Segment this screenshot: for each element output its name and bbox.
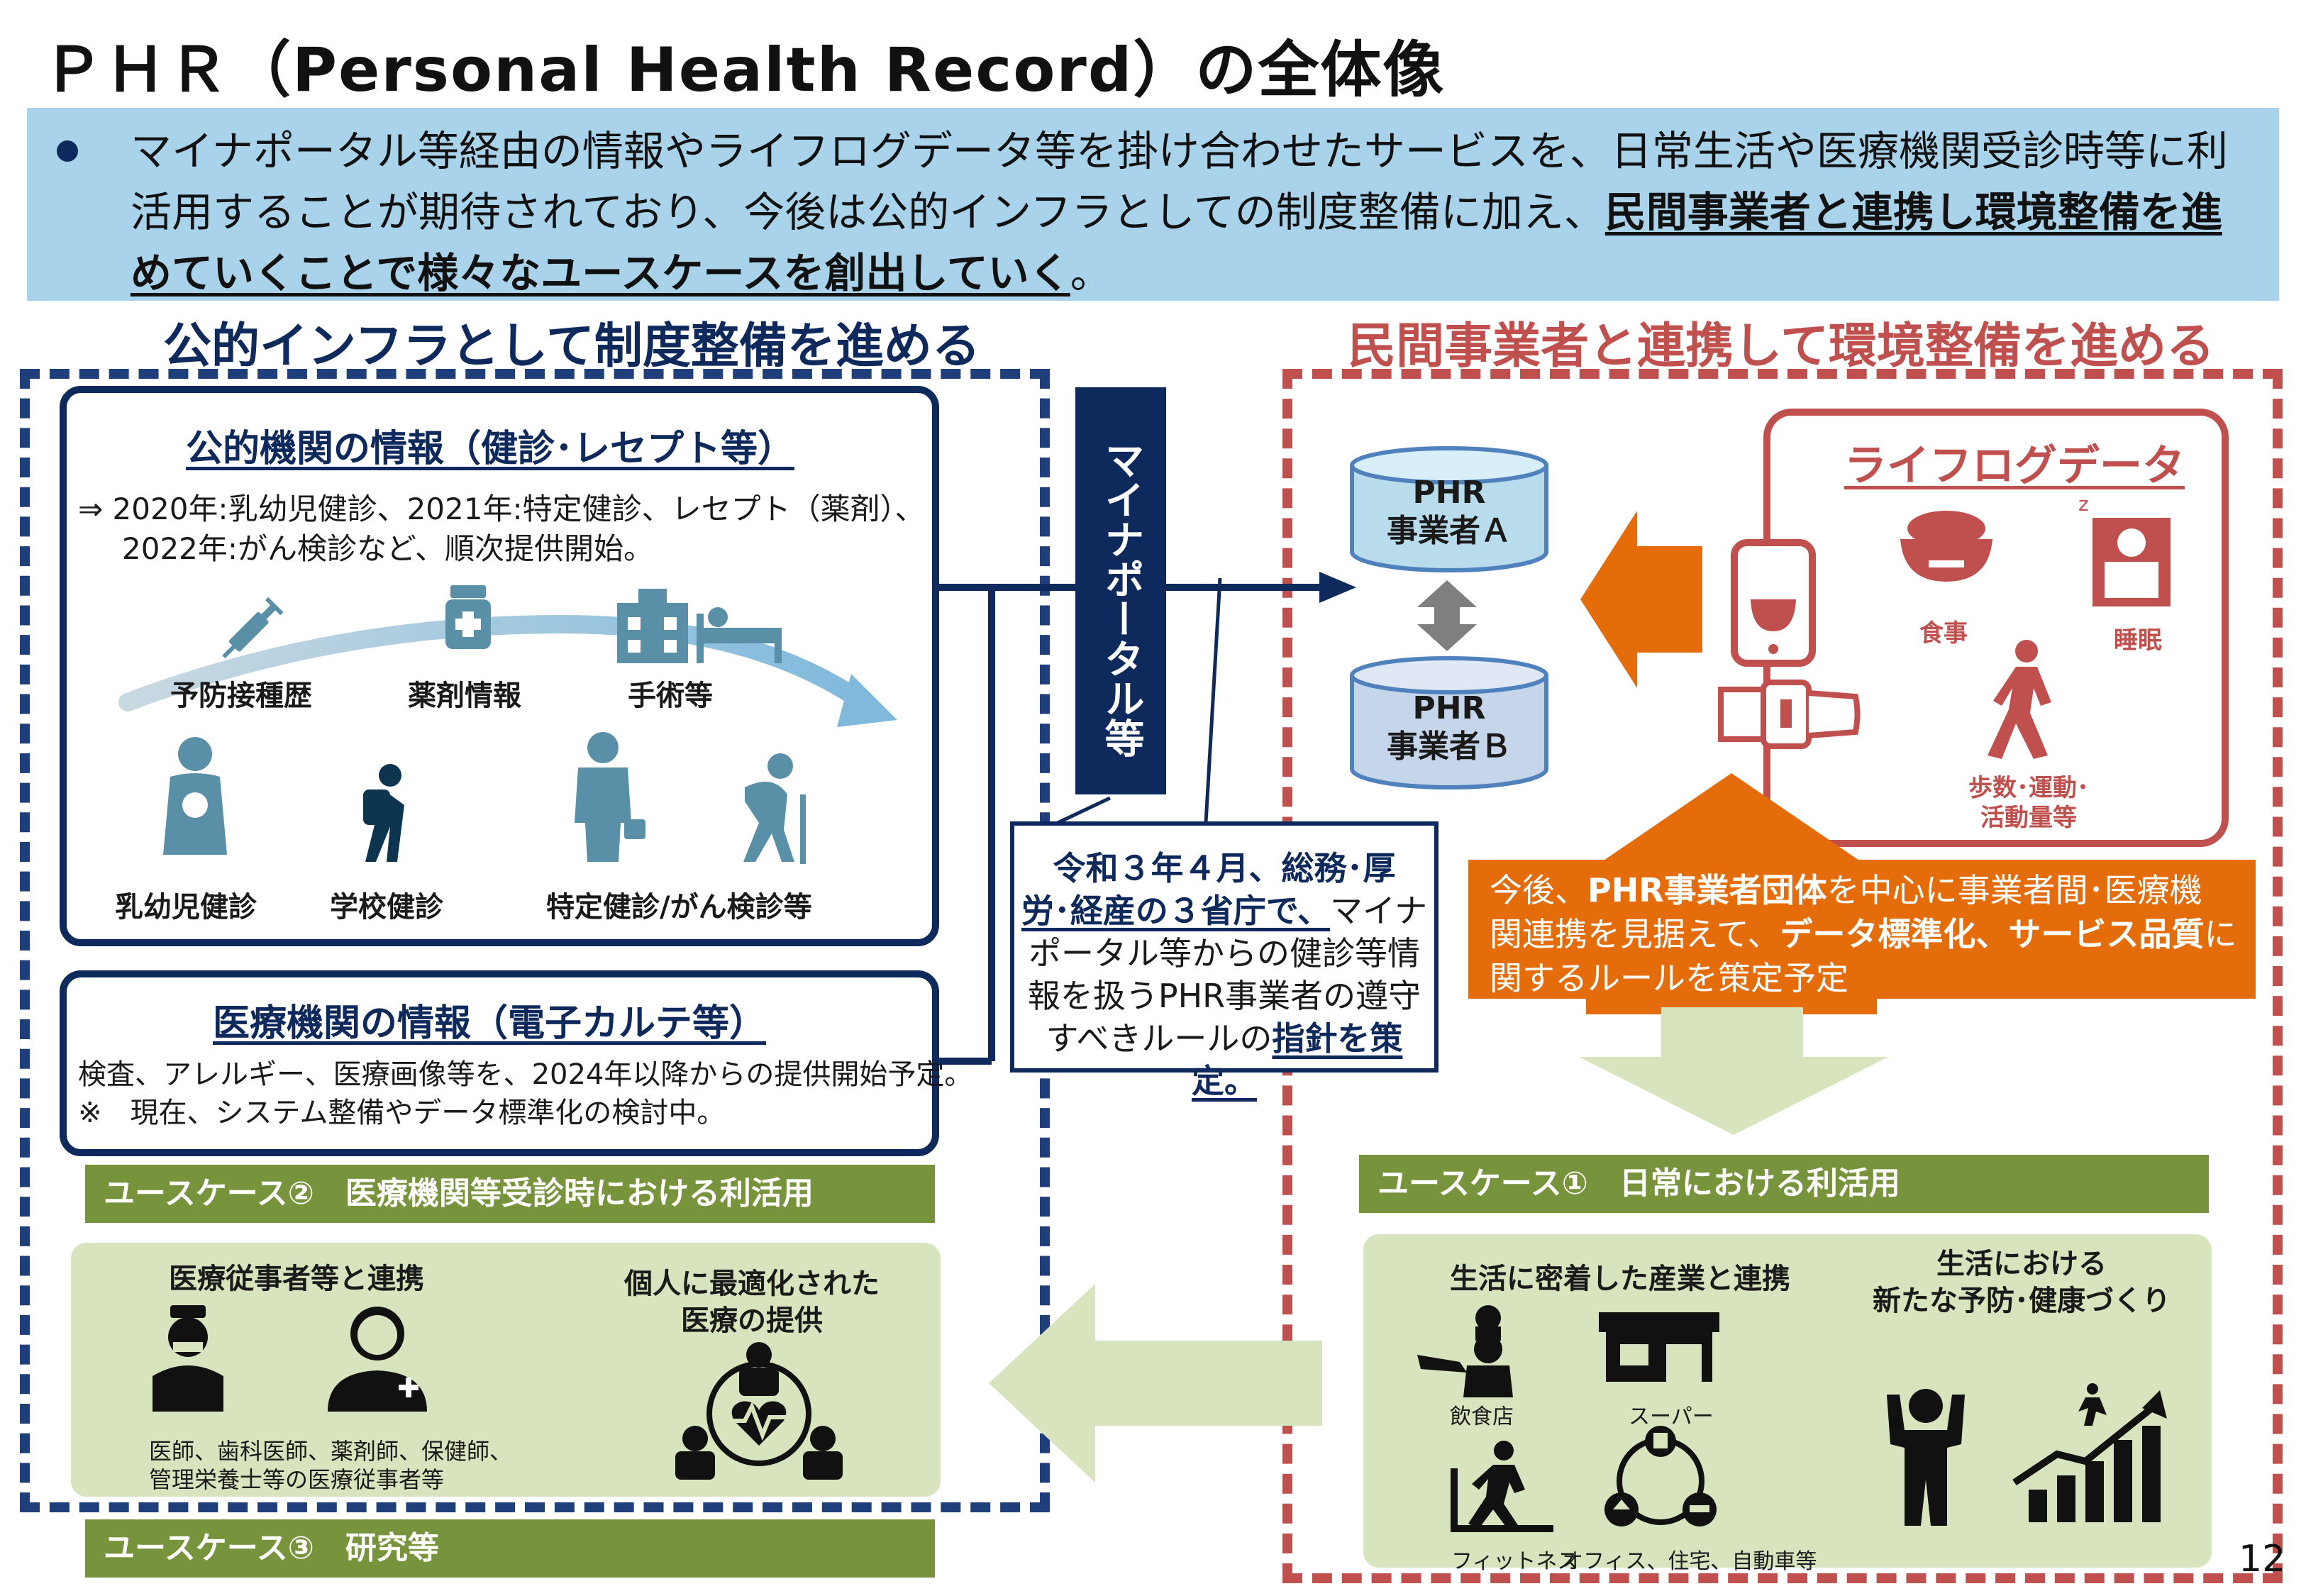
medical-info-line-1: 検査、アレルギー、医療画像等を、2024年以降からの提供開始予定。: [78, 1058, 973, 1091]
strong-person-icon: [1887, 1389, 1965, 1526]
medicine-bottle-icon: [445, 585, 491, 649]
myna-portal-label: マイナポータル等: [1098, 440, 1144, 758]
orange-note-line-3: 関するルールを策定予定: [1490, 959, 1848, 997]
sleep-icon: z: [2078, 492, 2171, 606]
meal-bowl-icon: [1900, 511, 1992, 582]
usecase2-panel: [71, 1243, 941, 1497]
label-specific-checkup: 特定健診/がん検診等: [546, 891, 812, 924]
page-title: ＰＨＲ（Personal Health Record）の全体像: [43, 35, 1446, 106]
private-sector-frame: [1282, 369, 2283, 1583]
myna-portal-bar: [1075, 387, 1166, 794]
right-section-heading: 民間事業者と連携して環境整備を進める: [1348, 318, 2214, 375]
smartwatch-icon: [1718, 680, 1861, 749]
usecase1-bar: ユースケース① 日常における利活用: [1359, 1155, 2209, 1213]
public-info-title: 公的機関の情報（健診･レセプト等）: [186, 428, 795, 470]
public-info-text: ⇒ 2020年:乳幼児健診、2021年:特定健診、レセプト（薬剤）、 2022年…: [78, 489, 925, 569]
summary-line-2: 活用することが期待されており、今後は公的インフラとしての制度整備に加え、民間事業…: [131, 188, 2222, 236]
usecase2-note: 医師、歯科医師、薬剤師、保健師、 管理栄養士等の医療従事者等: [149, 1437, 512, 1494]
businessman-icon: [575, 732, 645, 862]
usecase2-note-line-1: 医師、歯科医師、薬剤師、保健師、: [149, 1438, 513, 1465]
summary-text: マイナポータル等経由の情報やライフログデータ等を掛け合わせたサービスを、日常生活…: [131, 121, 2228, 304]
orange-note-text: 今後、PHR事業者団体を中心に事業者間･医療機 関連携を見据えて、データ標準化、…: [1490, 868, 2236, 1000]
label-supermarket: スーパー: [1629, 1404, 1714, 1429]
dentist-icon: [153, 1305, 223, 1412]
medical-info-line-2: ※ 現在、システム整備やデータ標準化の検討中。: [78, 1097, 726, 1129]
label-office-house-car: オフィス、住宅、自動車等: [1562, 1549, 1817, 1574]
summary-banner: [27, 108, 2279, 301]
hospital-bed-icon: [617, 589, 782, 663]
office-house-car-icon: [1604, 1426, 1717, 1526]
guideline-line-2: 労･経産の３省庁で、マイナ: [1021, 892, 1428, 930]
syringe-icon: [222, 597, 284, 659]
nurse-icon: [328, 1307, 427, 1412]
usecase2-col2-title: 個人に最適化された医療の提供: [624, 1268, 880, 1337]
svg-text:z: z: [2078, 492, 2089, 516]
public-info-line-1: ⇒ 2020年:乳幼児健診、2021年:特定健診、レセプト（薬剤）、: [78, 492, 925, 526]
medical-info-text: 検査、アレルギー、医療画像等を、2024年以降からの提供開始予定。 ※ 現在、シ…: [78, 1055, 972, 1132]
guideline-line-4: 報を扱うPHR事業者の遵守: [1027, 977, 1421, 1015]
public-infra-frame: [20, 369, 1050, 1512]
lifelog-data-box: [1763, 409, 2229, 847]
medical-info-box: [60, 970, 939, 1156]
summary-line-3: めていくことで様々なユースケースを創出していく。: [131, 249, 1112, 297]
label-steps: 歩数･運動･活動量等: [1968, 774, 2089, 832]
guideline-line-3: ポータル等からの健診等情: [1029, 934, 1420, 972]
label-meal: 食事: [1919, 619, 1968, 648]
label-restaurant: 飲食店: [1450, 1404, 1514, 1429]
green-down-arrow: [1579, 1007, 1888, 1135]
walking-person-icon: [1988, 640, 2051, 759]
orange-note-box: [1468, 860, 2256, 999]
label-school-checkup: 学校健診: [330, 891, 443, 924]
student-icon: [363, 764, 404, 862]
guideline-line-5: すべきルールの指針を策定。: [1046, 1019, 1403, 1100]
timeline-swoosh: [118, 614, 897, 727]
label-vaccine-history: 予防接種歴: [170, 680, 312, 712]
usecase3-bar: ユースケース③ 研究等: [85, 1519, 935, 1578]
parent-infant-icon: [163, 737, 227, 855]
usecase1-col2-title: 生活における新たな予防･健康づくり: [1873, 1248, 2171, 1317]
page-number: 12: [2239, 1538, 2286, 1580]
left-section-heading: 公的インフラとして制度整備を進める: [163, 318, 980, 375]
orange-note-line-1: 今後、PHR事業者団体を中心に事業者間･医療機: [1490, 871, 2202, 909]
orange-left-arrow: [1580, 511, 1702, 688]
label-infant-checkup: 乳幼児健診: [115, 891, 257, 924]
phr-operator-a-cylinder: [1350, 446, 1548, 572]
green-left-arrow: [989, 1284, 1322, 1483]
label-fitness: フィットネス: [1451, 1549, 1579, 1574]
usecase2-bar: ユースケース② 医療機関等受診時における利活用: [85, 1165, 935, 1223]
growth-chart-runner-icon: [2012, 1383, 2167, 1522]
guideline-line-1: 令和３年４月、総務･厚: [1053, 849, 1396, 887]
usecase2-note-line-2: 管理栄養士等の医療従事者等: [149, 1466, 445, 1493]
usecase1-col1-title: 生活に密着した産業と連携: [1450, 1263, 1790, 1295]
bidirectional-arrow-icon: [1417, 580, 1477, 651]
orange-note-line-2: 関連携を見据えて、データ標準化、サービス品質に: [1490, 915, 2237, 953]
elderly-cane-icon: [743, 753, 806, 864]
guideline-box: 令和３年４月、総務･厚 労･経産の３省庁で、マイナ ポータル等からの健診等情 報…: [1010, 821, 1439, 1100]
usecase2-col1-title: 医療従事者等と連携: [169, 1263, 424, 1295]
lifelog-title: ライフログデータ: [1844, 441, 2185, 491]
team-heartbeat-icon: [675, 1342, 843, 1480]
label-surgery: 手術等: [628, 680, 713, 712]
label-sleep: 睡眠: [2114, 626, 2162, 655]
chef-icon: [1417, 1305, 1513, 1397]
label-medicine-info: 薬剤情報: [408, 680, 521, 712]
medical-info-title: 医療機関の情報（電子カルテ等）: [213, 1002, 767, 1045]
bullet-dot-icon: [57, 140, 78, 162]
supermarket-icon: [1599, 1312, 1719, 1382]
summary-line-1: マイナポータル等経由の情報やライフログデータ等を掛け合わせたサービスを、日常生活…: [131, 127, 2228, 175]
phr-operator-b-cylinder: [1350, 656, 1548, 789]
public-info-line-2: 2022年:がん検診など、順次提供開始。: [122, 531, 653, 566]
treadmill-icon: [1451, 1441, 1553, 1532]
smartphone-icon: [1731, 539, 1816, 667]
